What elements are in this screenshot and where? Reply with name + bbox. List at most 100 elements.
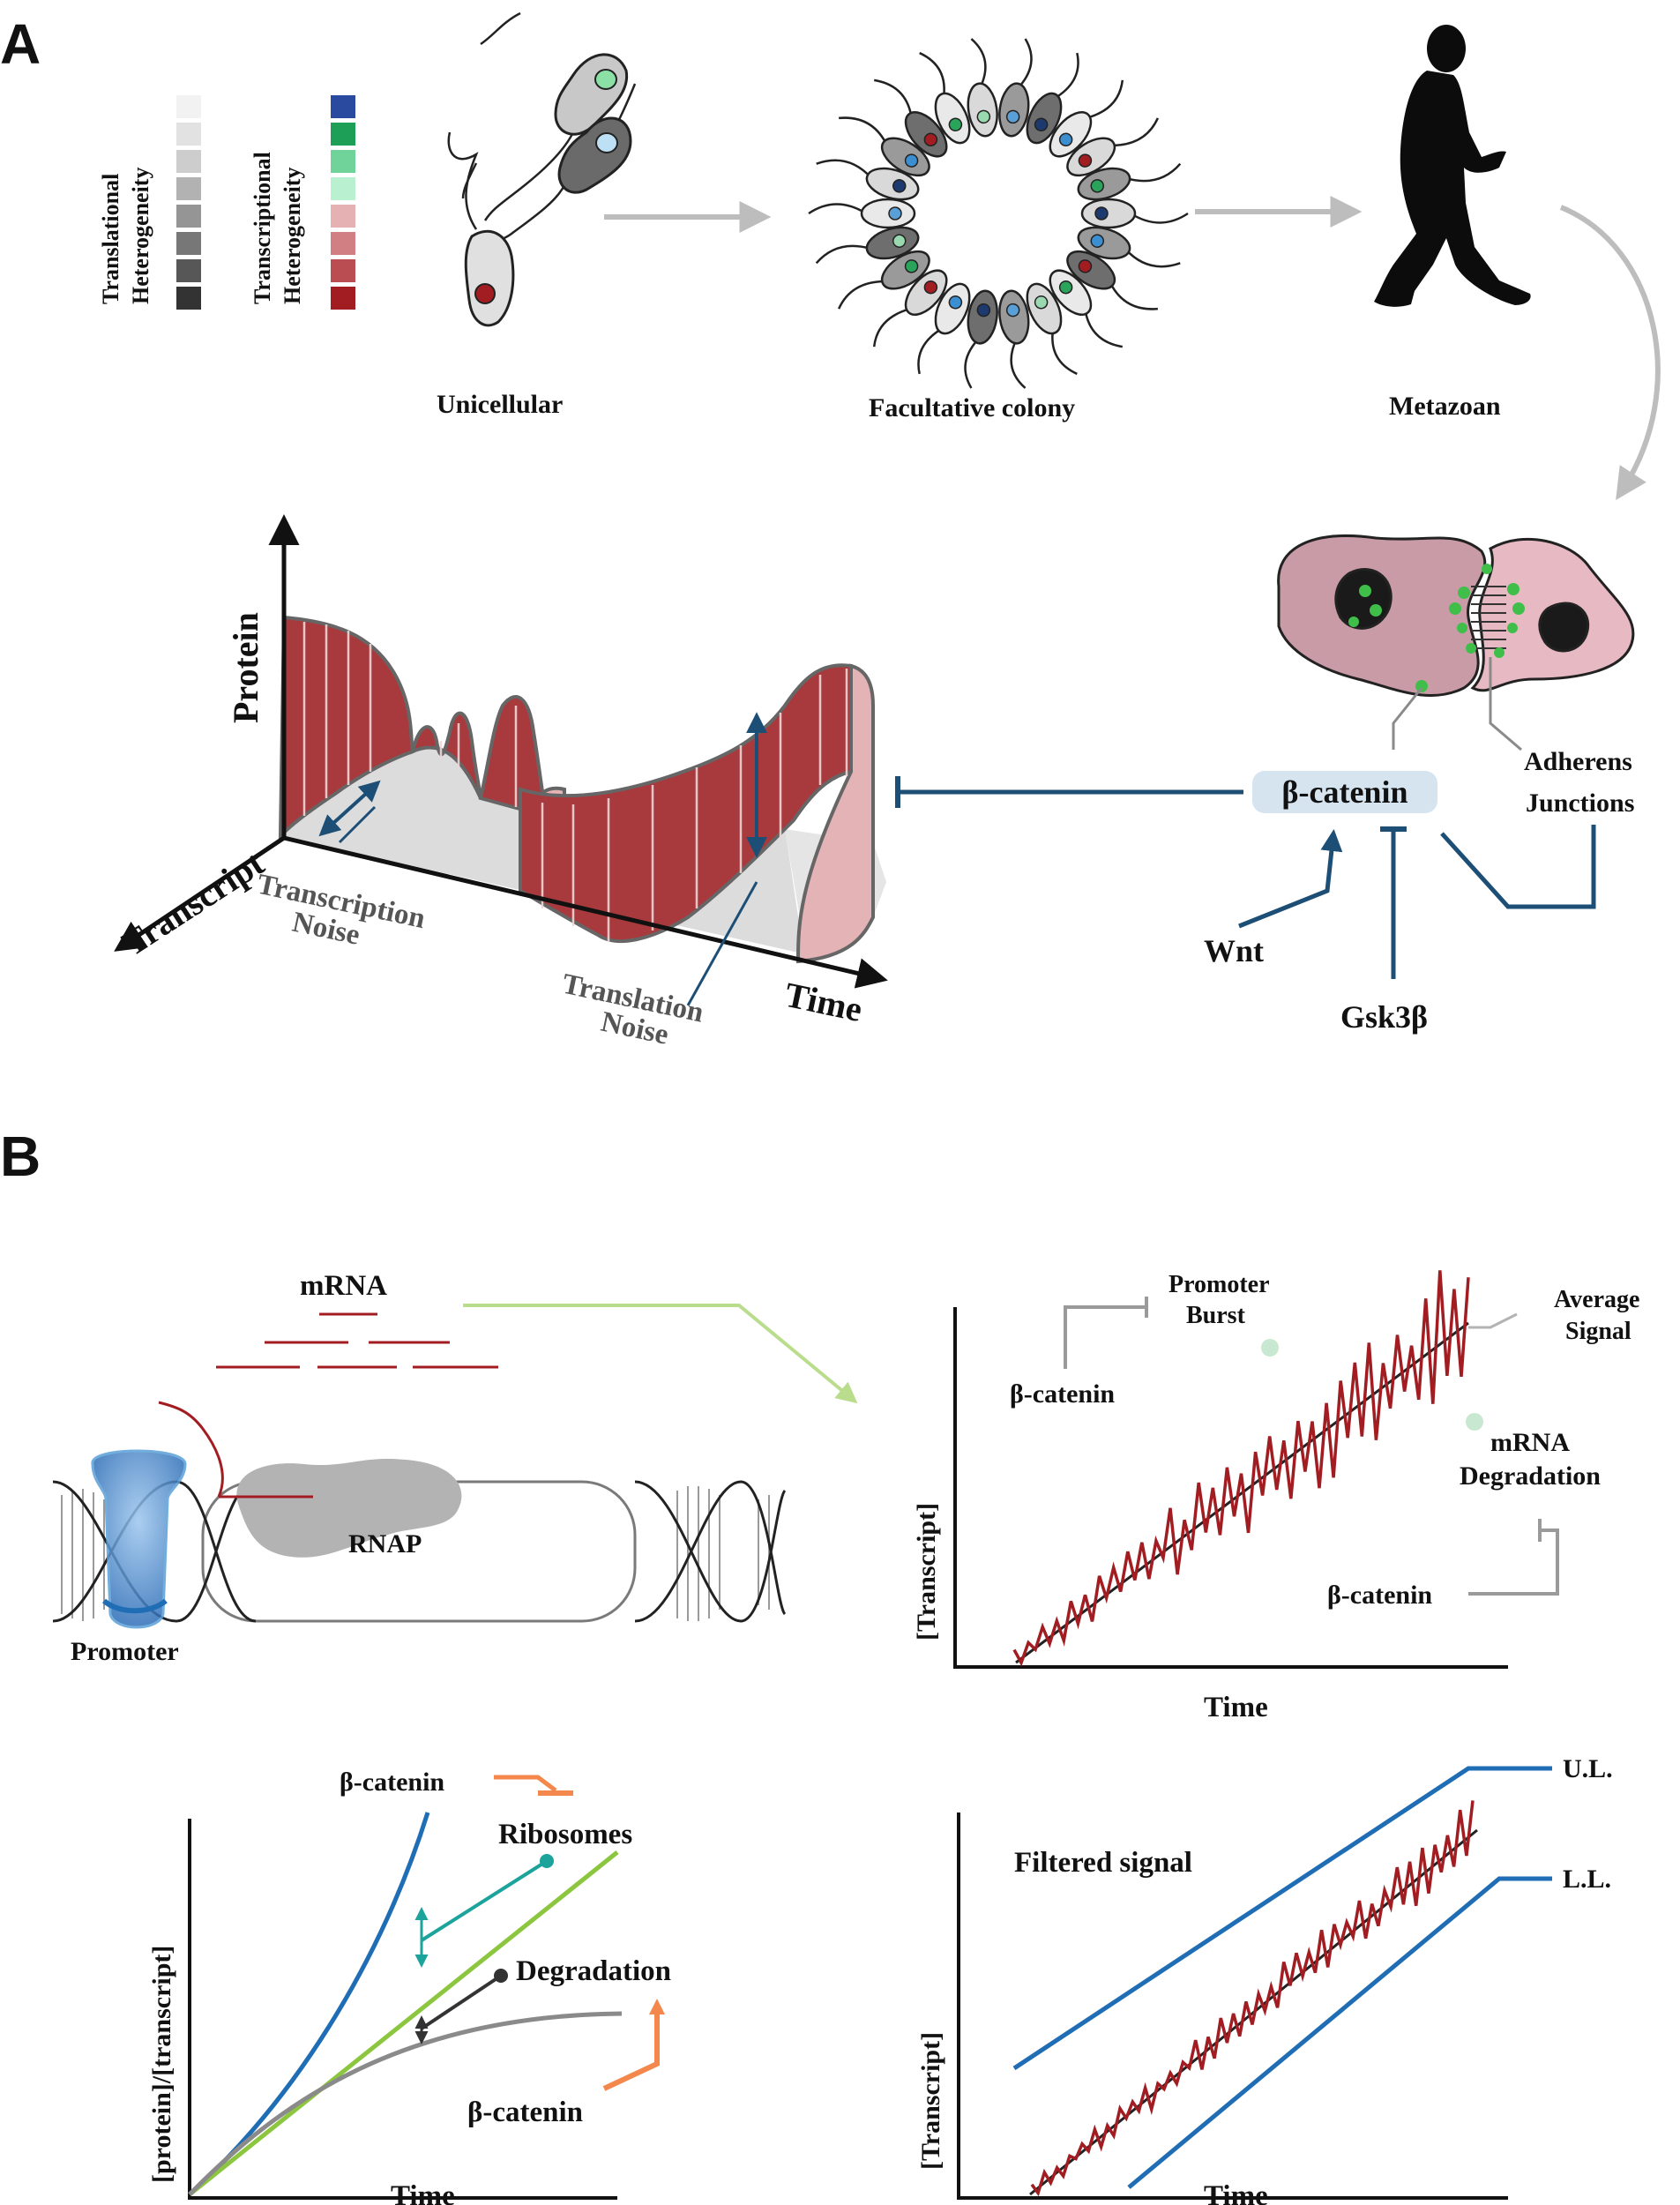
colony-cell: [1077, 167, 1131, 201]
panel-b-letter: B: [0, 1125, 41, 1188]
mrna-degradation-label-2: Degradation: [1460, 1461, 1601, 1491]
legend-swatch: [331, 205, 355, 228]
axis-label-transcript: Transcript: [115, 843, 271, 964]
colony-cell: [865, 226, 920, 260]
mrna-degradation-label-1: mRNA: [1490, 1428, 1570, 1457]
colony-flagellum: [964, 337, 981, 389]
mrna-strands: [216, 1312, 498, 1369]
legend-transcriptional-subtitle: Heterogeneity: [280, 168, 305, 304]
colony-cell: [967, 289, 998, 345]
adherens-pointer: [1489, 657, 1522, 751]
ribosomes-label: Ribosomes: [498, 1819, 632, 1850]
colony-flagellum: [808, 203, 867, 215]
colony-flagellum: [816, 159, 873, 179]
promoter-burst-marker: [1261, 1339, 1279, 1357]
colony-flagellum: [1084, 79, 1124, 120]
filtered-signal-chart: [957, 1766, 1552, 2200]
beta-catenin-burst-label: β-catenin: [1010, 1379, 1115, 1409]
adherent-cells-illustration: [1277, 534, 1635, 698]
heterogeneity-legend: Translational Heterogeneity Transcriptio…: [98, 95, 355, 310]
transcript-burst-chart: [953, 1270, 1559, 1669]
colony-cell: [860, 198, 916, 229]
degradation-label: Degradation: [516, 1955, 671, 1987]
transcriptional-swatches: [331, 95, 355, 310]
adherens-label-2: Junctions: [1526, 789, 1634, 818]
upper-limit-label: U.L.: [1563, 1754, 1613, 1783]
legend-swatch: [331, 123, 355, 146]
colony-cell: [904, 111, 948, 158]
colony-flagellum: [917, 326, 945, 375]
legend-translational-subtitle: Heterogeneity: [128, 168, 153, 304]
colony-flagellum: [874, 78, 914, 119]
colony-flagellum: [1109, 117, 1160, 147]
colony-cell: [1049, 269, 1093, 316]
legend-swatch: [176, 232, 201, 255]
axis-label-time: Time: [781, 975, 866, 1029]
protein-transcript-ratio-chart: [188, 1775, 665, 2200]
rnap-label: RNAP: [348, 1529, 422, 1558]
mrna-label: mRNA: [300, 1270, 387, 1302]
legend-swatch: [331, 95, 355, 118]
legend-swatch: [176, 259, 201, 282]
legend-swatch: [331, 232, 355, 255]
stage-label-colony: Facultative colony: [869, 393, 1075, 422]
ylabel-ratio: [protein]/[transcript]: [147, 1946, 176, 2183]
wnt-activation-arrow: [1238, 829, 1343, 929]
colony-flagellum: [815, 244, 872, 265]
legend-transcriptional-title: Transcriptional: [250, 152, 275, 304]
colony-cell: [880, 137, 930, 177]
colony-cell: [1026, 282, 1063, 335]
beta-catenin-ribosome-label: β-catenin: [340, 1768, 444, 1797]
legend-swatch: [331, 177, 355, 200]
stage-label-unicellular: Unicellular: [437, 390, 563, 419]
xlabel-time: Time: [1204, 1692, 1268, 1723]
colony-flagellum: [1124, 162, 1182, 183]
stage-label-metazoan: Metazoan: [1389, 392, 1501, 421]
colony-flagellum: [1016, 38, 1033, 90]
colony-cell: [934, 282, 971, 335]
promoter-burst-label-2: Burst: [1186, 1302, 1246, 1329]
colony-flagellum: [872, 307, 913, 348]
beta-catenin-deg-label: β-catenin: [467, 2097, 583, 2128]
colony-flagellum: [919, 51, 945, 100]
mrna-degradation-marker: [1466, 1413, 1483, 1431]
axis-label-protein: Protein: [226, 612, 265, 723]
promoter-burst-label-1: Promoter: [1169, 1271, 1270, 1298]
colony-flagellum: [1124, 248, 1181, 268]
colony-flagellum: [1083, 308, 1124, 348]
colony-cell: [1080, 198, 1137, 229]
colony-cell: [904, 269, 948, 316]
colony-cell: [1077, 226, 1131, 260]
adherens-label-1: Adherens: [1524, 747, 1632, 776]
legend-swatch: [176, 95, 201, 118]
average-signal-label-1: Average: [1554, 1286, 1639, 1313]
filtered-noisy-trace: [1030, 1800, 1475, 2197]
colony-cell: [998, 289, 1030, 345]
colony-flagellum: [837, 280, 887, 310]
transcription-illustration: [52, 1401, 787, 1629]
colony-flagellum: [839, 116, 888, 146]
panel-a-letter: A: [0, 12, 41, 76]
colony-flagellum: [1051, 327, 1078, 376]
curve-degradation: [188, 2011, 623, 2196]
legend-swatch: [331, 259, 355, 282]
legend-swatch: [176, 150, 201, 173]
curve-high-translation: [188, 1812, 430, 2196]
curve-linear: [188, 1850, 619, 2196]
colony-cell: [1066, 250, 1116, 290]
colony-flagellum: [970, 38, 987, 90]
transition-arrow-3: [1559, 205, 1661, 501]
legend-swatch: [331, 287, 355, 310]
colony-cell: [998, 82, 1030, 138]
colony-cell: [1026, 92, 1063, 145]
unicellular-cells-illustration: [447, 11, 637, 327]
upper-limit-line: [1012, 1766, 1552, 2071]
lower-limit-label: L.L.: [1563, 1865, 1611, 1894]
legend-swatch: [176, 177, 201, 200]
average-signal-label-2: Signal: [1565, 1318, 1631, 1345]
colony-cell: [1066, 137, 1116, 177]
adherens-connection: [1440, 825, 1596, 909]
translational-swatches: [176, 95, 201, 310]
wnt-label: Wnt: [1204, 933, 1264, 968]
